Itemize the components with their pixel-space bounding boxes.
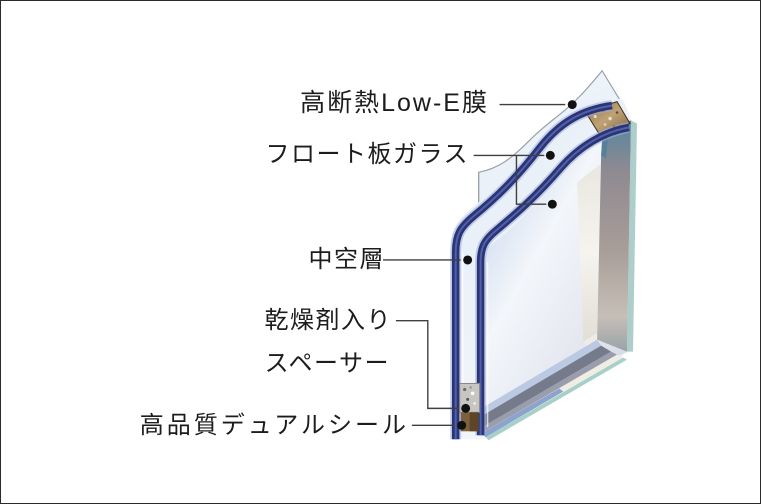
label-dual-seal: 高品質デュアルシール <box>139 412 409 439</box>
leader-spacer <box>395 320 459 410</box>
label-air-layer: 中空層 <box>308 246 385 273</box>
glass-pane-front-edge <box>450 100 613 440</box>
label-spacer: スペーサー <box>264 350 390 377</box>
glass-pane-rear-edge <box>475 122 631 436</box>
leader-lines <box>382 103 566 427</box>
inner-frame-band <box>577 164 604 342</box>
marker-air-layer <box>463 255 473 265</box>
unit-bottom-edge <box>469 339 628 441</box>
marker-float-glass-2 <box>547 199 557 209</box>
marker-spacer <box>461 403 471 413</box>
marker-lowe-film <box>567 100 577 110</box>
leader-float-glass-lower <box>515 155 547 205</box>
label-lowe-film: 高断熱Low-E膜 <box>300 89 489 117</box>
point-markers <box>457 100 577 430</box>
label-desiccant: 乾燥剤入り <box>264 307 392 334</box>
unit-right-edge <box>597 120 637 352</box>
marker-float-glass-1 <box>545 150 555 160</box>
label-float-glass: フロート板ガラス <box>265 141 469 168</box>
marker-dual-seal <box>457 420 467 430</box>
